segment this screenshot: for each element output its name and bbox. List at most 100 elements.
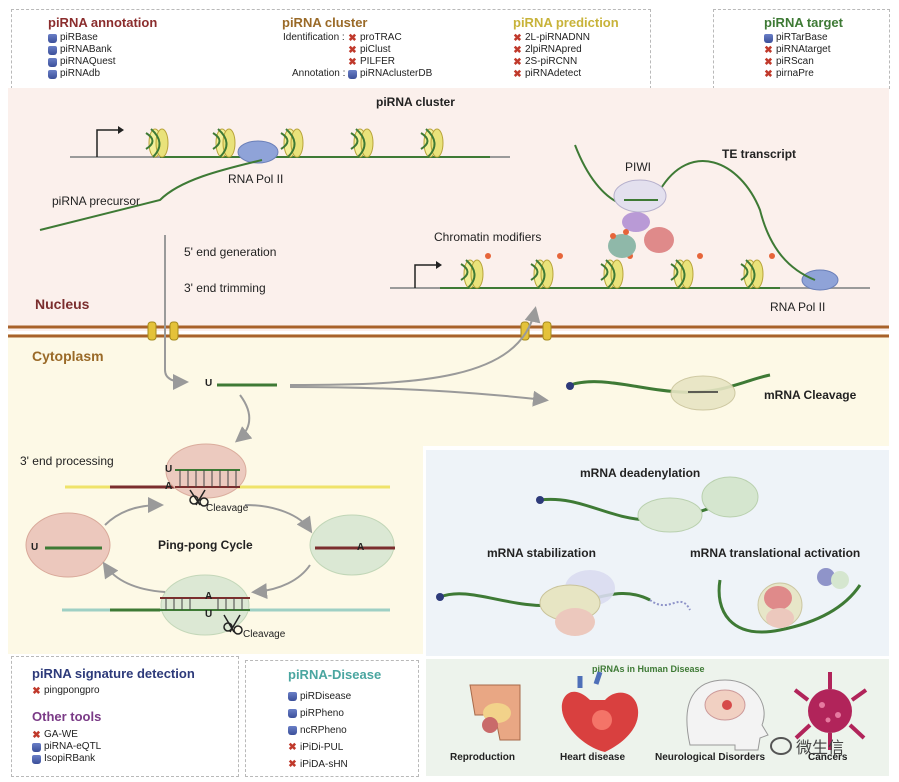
cancers-label: Cancers <box>808 752 848 763</box>
three-prime-label: 3' end trimming <box>184 281 266 295</box>
reproduction-icon <box>469 684 521 741</box>
nuclear-membrane <box>8 321 889 341</box>
list-item: ✖proTRAC <box>348 32 402 44</box>
database-icon <box>48 33 57 43</box>
target-list: piRTarBase ✖piRNAtarget ✖piRScan ✖pirnaP… <box>764 32 830 80</box>
list-item: piRNABank <box>48 44 116 56</box>
cluster-title: piRNA cluster <box>282 15 368 30</box>
list-item: piRNAQuest <box>48 56 116 68</box>
database-icon <box>32 754 41 764</box>
chat-bubble-icon <box>770 737 792 755</box>
list-item: ✖iPiDA-sHN <box>288 759 348 770</box>
pp-u-left: U <box>31 542 39 553</box>
mrna-cleavage-label: mRNA Cleavage <box>764 388 857 402</box>
tool-icon: ✖ <box>32 729 41 741</box>
annotation-label: Annotation : <box>292 68 346 79</box>
list-item: IsopiRBank <box>32 753 101 765</box>
tool-icon: ✖ <box>288 742 297 753</box>
tool-icon: ✖ <box>348 56 357 68</box>
u-label: U <box>205 378 213 389</box>
database-icon <box>48 57 57 67</box>
mrna-cleavage-graphic <box>566 373 771 411</box>
rna-pol-ii-label-2: RNA Pol II <box>770 300 826 314</box>
list-item: ncRPheno <box>288 722 351 739</box>
prediction-list: ✖2L-piRNADNN ✖2lpiRNApred ✖2S-piRCNN ✖pi… <box>513 32 590 80</box>
list-item: ✖GA-WE <box>32 729 78 741</box>
neurological-label: Neurological Disorders <box>655 752 766 763</box>
heart-disease-label: Heart disease <box>560 752 626 763</box>
prediction-title: piRNA prediction <box>513 15 619 30</box>
database-icon <box>288 726 297 735</box>
identification-label: Identification : <box>283 32 345 43</box>
pp-u-top: U <box>165 464 173 475</box>
database-icon <box>348 69 357 79</box>
other-tools-list: ✖GA-WE piRNA-eQTL IsopiRBank <box>32 729 101 765</box>
target-title: piRNA target <box>764 15 843 30</box>
nucleus-label: Nucleus <box>35 296 90 312</box>
list-item: piRPheno <box>288 705 351 722</box>
database-icon <box>288 692 297 701</box>
disease-db-box <box>245 660 419 777</box>
tool-icon: ✖ <box>764 68 773 80</box>
list-item: ✖PILFER <box>348 56 396 68</box>
translational-graphic <box>717 568 862 634</box>
annotation-cluster-prediction-box <box>11 9 651 89</box>
list-item: ✖2lpiRNApred <box>513 44 582 56</box>
stabilization-graphic <box>436 570 691 636</box>
tool-icon: ✖ <box>32 685 41 697</box>
database-icon <box>48 69 57 79</box>
cleavage-label-2: Cleavage <box>243 629 286 640</box>
rna-pol-ii-label: RNA Pol II <box>228 172 284 186</box>
heart-icon <box>561 671 639 752</box>
tool-icon: ✖ <box>348 44 357 56</box>
tool-icon: ✖ <box>348 32 357 44</box>
reproduction-label: Reproduction <box>450 752 515 763</box>
disease-db-list: piRDisease piRPheno ncRPheno ✖iPiDi-PUL … <box>288 688 351 773</box>
tool-icon: ✖ <box>288 759 297 770</box>
annotation-title: piRNA annotation <box>48 15 158 30</box>
processing-arrows <box>164 235 549 443</box>
pp-a-right: A <box>357 542 365 553</box>
disease-db-title: piRNA-Disease <box>288 667 382 682</box>
deadenylation-graphic <box>536 476 759 533</box>
list-item: ✖piRNAdetect <box>513 68 582 80</box>
list-item: ✖2L-piRNADNN <box>513 32 591 44</box>
other-tools-title: Other tools <box>32 709 102 724</box>
tool-icon: ✖ <box>513 44 522 56</box>
tool-icon: ✖ <box>764 56 773 68</box>
database-icon <box>288 709 297 718</box>
tool-icon: ✖ <box>764 44 773 56</box>
brain-head-icon <box>686 679 769 751</box>
signature-list: ✖pingpongpro <box>32 685 99 697</box>
three-prime-processing-label: 3' end processing <box>20 454 114 468</box>
tool-icon: ✖ <box>513 68 522 80</box>
list-item: piRNA-eQTL <box>32 741 101 753</box>
tool-icon: ✖ <box>513 32 522 44</box>
precursor-label: piRNA precursor <box>52 194 141 208</box>
database-icon <box>32 742 41 752</box>
cluster-section-title: piRNA cluster <box>376 95 455 109</box>
list-item: piRTarBase <box>764 32 830 44</box>
ping-pong-graphic <box>25 443 395 636</box>
pp-a-bottom: A <box>205 591 213 602</box>
list-item: ✖piClust <box>348 44 391 56</box>
cytoplasm-region <box>8 334 889 446</box>
cytoplasm-label: Cytoplasm <box>32 348 104 364</box>
deadenylation-label: mRNA deadenylation <box>580 466 701 480</box>
piwi-label: PIWI <box>625 160 651 174</box>
nucleus-region <box>8 88 889 331</box>
database-icon <box>764 33 773 43</box>
identification-list: ✖proTRAC ✖piClust ✖PILFER piRNAclusterDB <box>348 32 432 80</box>
cluster-dna <box>39 126 510 231</box>
stabilization-label: mRNA stabilization <box>487 546 596 560</box>
list-item: ✖piRNAtarget <box>764 44 831 56</box>
target-box <box>713 9 890 89</box>
list-item: piRNAdb <box>48 68 116 80</box>
list-item: ✖pirnaPre <box>764 68 814 80</box>
translational-label: mRNA translational activation <box>690 546 861 560</box>
list-item: ✖piRScan <box>764 56 814 68</box>
chromatin-label: Chromatin modifiers <box>434 230 542 244</box>
te-transcript-label: TE transcript <box>722 147 797 161</box>
annotation-list: piRBase piRNABank piRNAQuest piRNAdb <box>48 32 116 80</box>
